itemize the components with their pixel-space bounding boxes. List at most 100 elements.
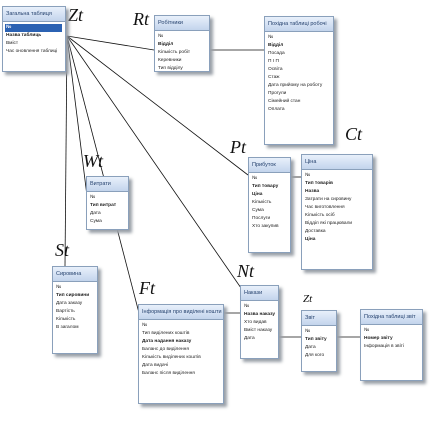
table-field[interactable]: Сімейний стан — [268, 99, 301, 104]
label-zt: Zt — [68, 5, 84, 25]
table-field[interactable]: Дата заказу — [56, 301, 83, 306]
table-field[interactable]: Дата видачі — [142, 363, 169, 368]
table-field[interactable]: № — [5, 24, 62, 32]
table-field[interactable]: Ціна — [252, 192, 263, 197]
table-field[interactable]: Оплата — [268, 107, 285, 112]
table-field[interactable]: Тип відділу — [158, 66, 183, 71]
table-field[interactable]: Відділ які працювали — [305, 221, 353, 226]
table-field[interactable]: Баланс до виділення — [142, 347, 189, 352]
table-field[interactable]: № — [244, 304, 250, 309]
table-title: Звіт — [302, 311, 336, 326]
table-field[interactable]: Інформація в звіті — [364, 344, 404, 349]
table-field[interactable]: Назва таблиць — [6, 33, 42, 38]
table-field[interactable]: Прогули — [268, 91, 287, 96]
table-field[interactable]: Сума — [90, 219, 102, 224]
table-field[interactable]: Посада — [268, 51, 285, 56]
table-field[interactable]: Номер звіту — [364, 336, 393, 341]
table-field[interactable]: Стаж — [268, 75, 280, 80]
table-field[interactable]: № — [268, 35, 274, 40]
table-title: Витрати — [87, 177, 128, 192]
table-field[interactable]: Кількість виділених коштів — [142, 355, 201, 360]
table-field[interactable]: Хто видав — [244, 320, 267, 325]
table-field[interactable]: Кількість — [252, 200, 272, 205]
table-title: Похідна таблиці робочі — [265, 17, 333, 32]
table-title: Похідна таблиці звіт — [361, 310, 422, 325]
table-field[interactable]: Кількість осіб — [305, 213, 335, 218]
link-main-orders — [66, 35, 242, 289]
table-field[interactable]: Для кого — [305, 353, 325, 358]
table-field[interactable]: Дата — [305, 345, 316, 350]
table-field[interactable]: № — [56, 285, 62, 290]
table-field[interactable]: № — [90, 195, 96, 200]
table-field[interactable]: № — [142, 323, 148, 328]
table-field[interactable]: Вартість — [56, 309, 75, 314]
table-field[interactable]: Назва наказу — [244, 312, 275, 317]
label-st: St — [55, 240, 70, 260]
table-field[interactable]: № — [158, 34, 164, 39]
link-main-raw — [64, 35, 68, 267]
table-field[interactable]: Дата надання наказу — [142, 339, 192, 344]
link-main-workers — [66, 35, 155, 51]
table-field[interactable]: Кількість робіт — [158, 50, 191, 55]
table-field[interactable]: Тип товару — [252, 184, 279, 189]
table-title: Сировина — [53, 267, 97, 282]
table-field[interactable]: П І П — [268, 59, 279, 64]
table-field[interactable]: Тип витрат — [90, 203, 117, 208]
table-field[interactable]: Ціна — [305, 237, 316, 242]
table-field[interactable]: Назва — [305, 189, 320, 194]
table-field[interactable]: Баланс після виділення — [142, 371, 195, 376]
table-field[interactable]: Відділ — [158, 42, 174, 47]
link-main-profit — [66, 35, 249, 176]
table-field[interactable]: № — [364, 328, 370, 333]
table-field[interactable]: Тип виділених коштів — [142, 331, 190, 336]
table-field[interactable]: Кількість — [56, 317, 76, 322]
table-field[interactable]: Керевники — [158, 58, 182, 63]
label-pt: Pt — [230, 137, 246, 157]
table-field[interactable]: Вміст — [6, 41, 19, 46]
link-main-expenses — [66, 35, 88, 197]
table-field[interactable]: Тип товарів — [305, 181, 333, 186]
table-field[interactable]: Час виготовлення — [305, 205, 345, 210]
label-rt: Rt — [133, 9, 149, 29]
table-field[interactable]: № — [305, 173, 311, 178]
table-field[interactable]: № — [305, 329, 311, 334]
table-field[interactable]: Хто закупив — [252, 224, 279, 229]
table-field[interactable]: Вміст наказу — [244, 328, 273, 333]
table-field[interactable]: Тип сировини — [56, 293, 90, 298]
table-field[interactable]: Освіта — [268, 67, 283, 72]
table-field[interactable]: В загалом — [56, 325, 79, 330]
label-ft: Ft — [139, 278, 155, 298]
table-field[interactable]: Дата — [244, 336, 255, 341]
table-field[interactable]: Тип звіту — [305, 337, 327, 342]
table-field[interactable]: Доставка — [305, 229, 326, 234]
table-field[interactable]: Дата прийому на роботу — [268, 83, 323, 88]
table-field[interactable]: Затрати на сировину — [305, 197, 352, 202]
table-field[interactable]: Відділ — [268, 43, 284, 48]
label-zt-report: Zt — [303, 293, 313, 305]
table-field[interactable]: № — [252, 176, 258, 181]
table-field[interactable]: Час оновлення таблиці — [6, 49, 58, 54]
table-field[interactable]: Дата — [90, 211, 101, 216]
table-field[interactable]: Сума — [252, 208, 264, 213]
table-field[interactable]: Послуги — [252, 216, 271, 221]
